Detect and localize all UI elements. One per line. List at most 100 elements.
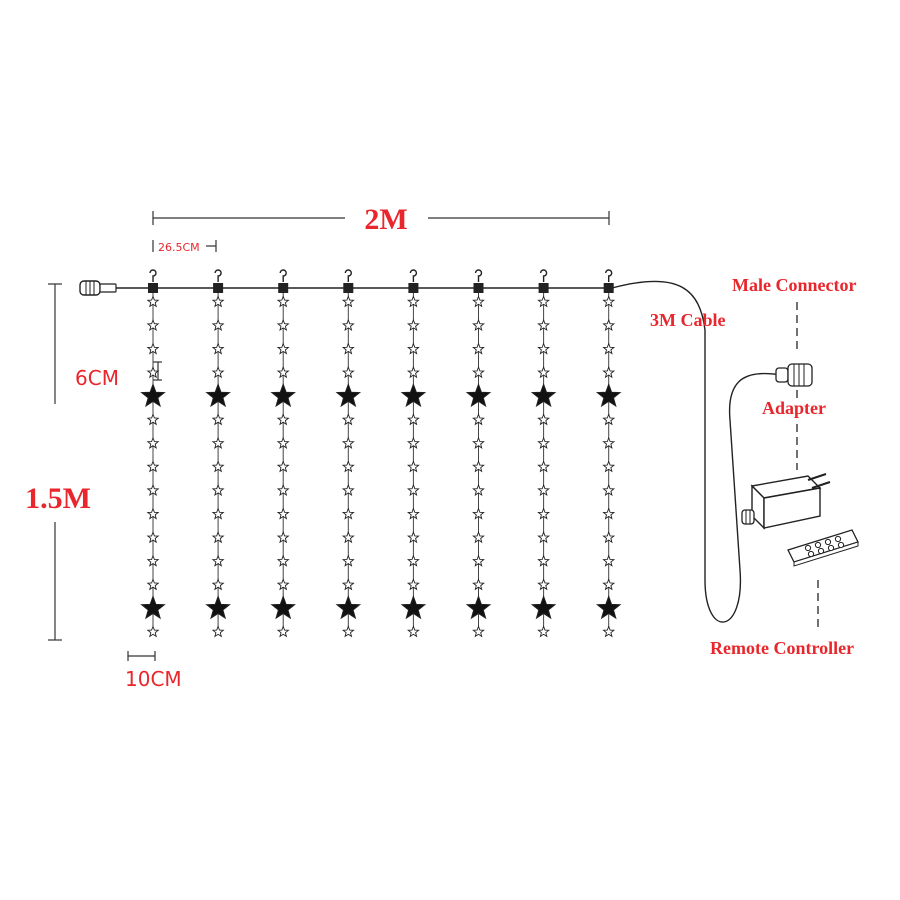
small-star-icon bbox=[537, 365, 551, 379]
small-star-icon bbox=[341, 318, 355, 332]
star-string bbox=[140, 269, 166, 638]
star-spacing-label: 6CM bbox=[75, 366, 119, 390]
small-star-icon bbox=[146, 554, 160, 567]
large-star-icon bbox=[335, 594, 362, 620]
small-star-icon bbox=[211, 578, 225, 591]
small-star-icon bbox=[472, 342, 485, 355]
small-star-icon bbox=[406, 436, 420, 449]
small-star-icon bbox=[537, 460, 551, 473]
width-dimension: 2M bbox=[152, 203, 610, 236]
large-star-icon bbox=[140, 382, 166, 408]
small-star-icon bbox=[537, 342, 551, 355]
small-star-icon bbox=[602, 413, 616, 426]
hook-icon bbox=[605, 269, 613, 282]
large-star-icon bbox=[205, 382, 231, 408]
spacing-label: 26.5CM bbox=[158, 241, 200, 254]
star-width-label: 10CM bbox=[125, 667, 182, 691]
small-star-icon bbox=[341, 625, 355, 638]
small-star-icon bbox=[537, 318, 551, 332]
clip-icon bbox=[148, 283, 158, 293]
small-star-icon bbox=[276, 318, 290, 332]
small-star-icon bbox=[472, 460, 485, 473]
small-star-icon bbox=[211, 530, 225, 544]
small-star-icon bbox=[537, 436, 551, 449]
clip-icon bbox=[343, 283, 354, 293]
small-star-icon bbox=[602, 530, 616, 544]
small-star-icon bbox=[472, 318, 485, 332]
small-star-icon bbox=[406, 460, 420, 473]
adapter-label: Adapter bbox=[762, 398, 826, 418]
small-star-icon bbox=[472, 625, 485, 638]
clip-icon bbox=[538, 283, 549, 293]
star-string bbox=[205, 269, 231, 638]
small-star-icon bbox=[537, 413, 551, 426]
small-star-icon bbox=[341, 365, 355, 379]
small-star-icon bbox=[211, 483, 225, 497]
small-star-icon bbox=[146, 483, 160, 497]
small-star-icon bbox=[602, 318, 616, 332]
hook-icon bbox=[539, 269, 548, 282]
star-string bbox=[465, 269, 492, 638]
small-star-icon bbox=[472, 436, 485, 449]
small-star-icon bbox=[276, 507, 290, 520]
small-star-icon bbox=[537, 483, 551, 497]
height-label: 1.5M bbox=[25, 482, 91, 515]
small-star-icon bbox=[537, 295, 551, 308]
small-star-icon bbox=[211, 460, 225, 473]
small-star-icon bbox=[276, 554, 290, 567]
small-star-icon bbox=[406, 413, 420, 426]
small-star-icon bbox=[276, 483, 290, 497]
small-star-icon bbox=[602, 436, 616, 449]
small-star-icon bbox=[211, 436, 225, 449]
large-star-icon bbox=[140, 594, 166, 620]
star-string bbox=[530, 269, 557, 638]
small-star-icon bbox=[341, 507, 355, 520]
star-string bbox=[335, 269, 362, 638]
small-star-icon bbox=[537, 578, 551, 591]
small-star-icon bbox=[276, 342, 290, 355]
clip-icon bbox=[213, 283, 224, 293]
small-star-icon bbox=[406, 578, 420, 591]
large-star-icon bbox=[595, 382, 622, 408]
small-star-icon bbox=[211, 342, 225, 355]
small-star-icon bbox=[276, 413, 290, 426]
small-star-icon bbox=[406, 507, 420, 520]
cable-label: 3M Cable bbox=[650, 310, 726, 330]
small-star-icon bbox=[146, 625, 160, 638]
star-strings bbox=[140, 269, 622, 638]
small-star-icon bbox=[602, 625, 616, 638]
small-star-icon bbox=[146, 507, 160, 520]
large-star-icon bbox=[270, 594, 296, 620]
cable-3m bbox=[611, 280, 783, 623]
clip-icon bbox=[278, 283, 289, 293]
small-star-icon bbox=[146, 318, 160, 332]
large-star-icon bbox=[400, 382, 427, 408]
small-star-icon bbox=[472, 554, 485, 567]
small-star-icon bbox=[472, 295, 485, 308]
small-star-icon bbox=[472, 483, 485, 497]
small-star-icon bbox=[602, 295, 616, 308]
small-star-icon bbox=[602, 507, 616, 520]
small-star-icon bbox=[602, 365, 616, 379]
small-star-icon bbox=[211, 554, 225, 567]
large-star-icon bbox=[335, 382, 362, 408]
small-star-icon bbox=[602, 554, 616, 567]
hook-icon bbox=[344, 269, 352, 282]
hook-icon bbox=[409, 269, 418, 282]
large-star-icon bbox=[270, 382, 296, 408]
small-star-icon bbox=[602, 483, 616, 497]
large-star-icon bbox=[465, 382, 492, 408]
hook-icon bbox=[214, 269, 222, 282]
small-star-icon bbox=[406, 318, 420, 332]
small-star-icon bbox=[211, 625, 225, 638]
small-star-icon bbox=[146, 436, 160, 449]
star-string bbox=[400, 269, 427, 638]
small-star-icon bbox=[146, 365, 160, 379]
small-star-icon bbox=[146, 413, 160, 426]
small-star-icon bbox=[211, 295, 225, 308]
small-star-icon bbox=[341, 436, 355, 449]
small-star-icon bbox=[406, 483, 420, 497]
small-star-icon bbox=[341, 413, 355, 426]
large-star-icon bbox=[595, 594, 622, 620]
